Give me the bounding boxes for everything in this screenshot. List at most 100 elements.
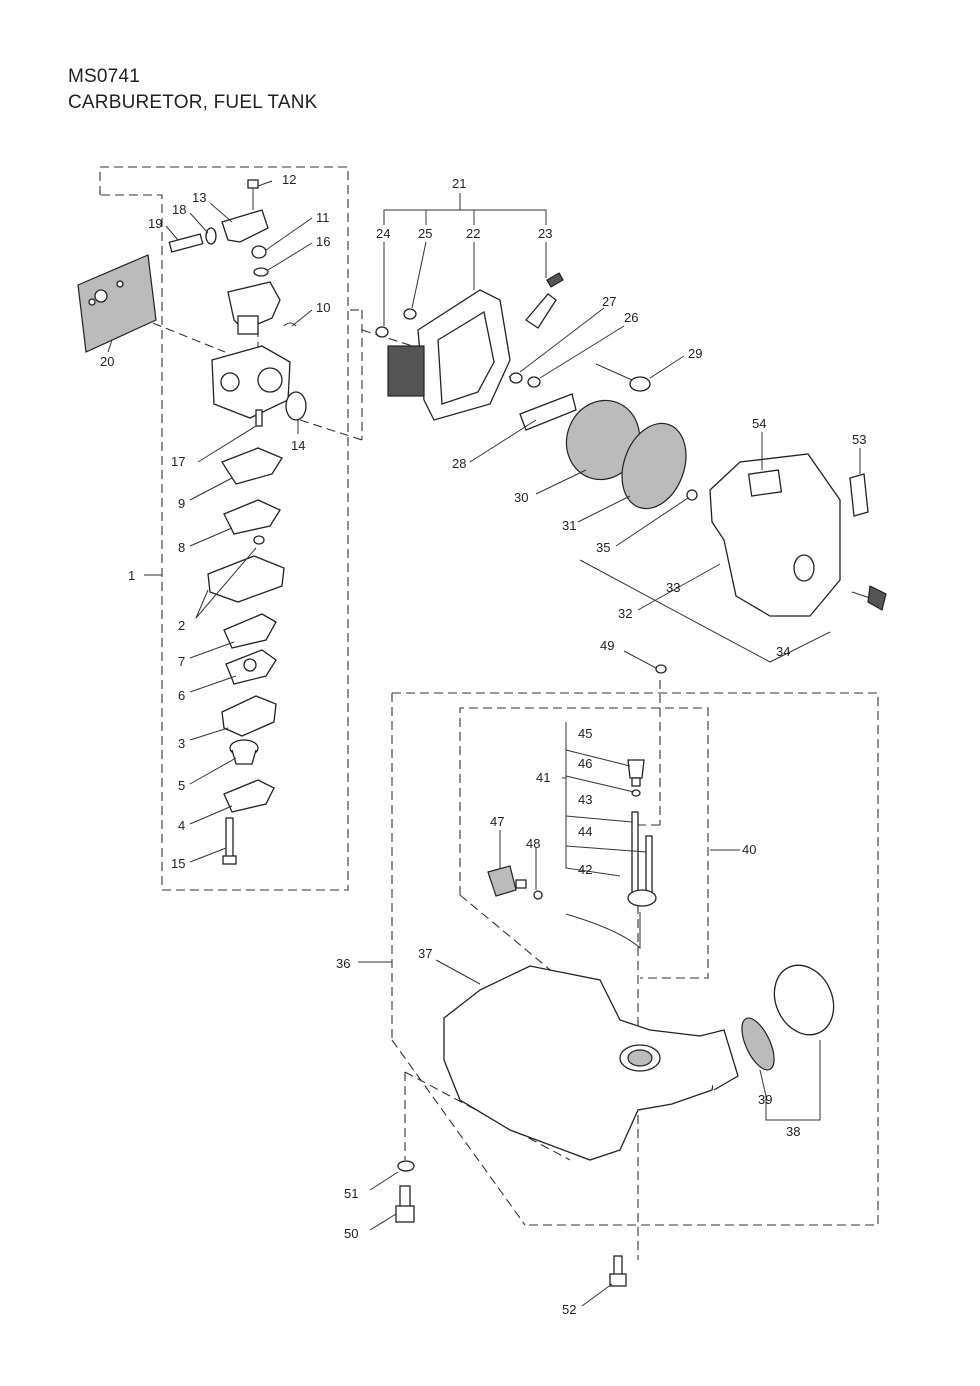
- callout-43: 43: [578, 792, 592, 807]
- filter-element-31-part: [621, 422, 687, 510]
- callout-50: 50: [344, 1226, 358, 1241]
- leader-lines: [107, 180, 861, 1307]
- carburetor-body-part: [211, 345, 291, 419]
- o-ring-14-part: [285, 391, 307, 421]
- callout-4: 4: [178, 818, 185, 833]
- callout-45: 45: [578, 726, 592, 741]
- clip-35-part: [686, 489, 698, 501]
- stud-50-part: [395, 1185, 415, 1223]
- callout-18: 18: [172, 202, 186, 217]
- fuel-tubes-part: [565, 811, 657, 950]
- callout-37: 37: [418, 946, 432, 961]
- bushing-25-part: [403, 308, 417, 320]
- cap-gasket-39-part: [741, 1017, 775, 1071]
- callout-11: 11: [316, 210, 330, 225]
- callout-10: 10: [316, 300, 330, 315]
- callout-8: 8: [178, 540, 185, 555]
- callout-27: 27: [602, 294, 616, 309]
- washer-18-part: [205, 227, 217, 245]
- callout-41: 41: [536, 770, 550, 785]
- washer-51-part: [397, 1160, 415, 1172]
- callout-21: 21: [452, 176, 466, 191]
- knob-34-part: [851, 585, 887, 611]
- clip-48-part: [533, 890, 543, 900]
- callout-36: 36: [336, 956, 350, 971]
- washer-16-part: [253, 267, 269, 277]
- callout-47: 47: [490, 814, 504, 829]
- callout-1: 1: [128, 568, 135, 583]
- fuel-pickup-assembly-box: [459, 707, 709, 979]
- callout-24: 24: [376, 226, 390, 241]
- clip-46-part: [631, 789, 641, 797]
- callout-38: 38: [786, 1124, 800, 1139]
- washer-26-part: [527, 376, 541, 388]
- callout-29: 29: [688, 346, 702, 361]
- diagram-code: MS0741: [68, 66, 140, 87]
- retainer-4-part: [223, 779, 275, 813]
- callout-16: 16: [316, 234, 330, 249]
- pin-17-part: [255, 409, 263, 427]
- diagram-title: CARBURETOR, FUEL TANK: [68, 92, 318, 113]
- pump-body-2-part: [207, 535, 285, 603]
- cover-3-part: [221, 695, 277, 737]
- callout-35: 35: [596, 540, 610, 555]
- callout-20: 20: [100, 354, 114, 369]
- callout-17: 17: [171, 454, 185, 469]
- gasket-plate-part: [77, 254, 157, 353]
- callout-3: 3: [178, 736, 185, 751]
- callout-12: 12: [282, 172, 296, 187]
- callout-52: 52: [562, 1302, 576, 1317]
- choke-lever-23-part: [525, 272, 564, 329]
- primer-47-part: [487, 865, 527, 897]
- callout-44: 44: [578, 824, 592, 839]
- gasket-7-part: [223, 613, 277, 649]
- washer-27-part: [509, 372, 523, 384]
- callout-34: 34: [776, 644, 790, 659]
- callout-46: 46: [578, 756, 592, 771]
- callout-53: 53: [852, 432, 866, 447]
- bracket-13-part: [221, 209, 269, 243]
- callout-7: 7: [178, 654, 185, 669]
- callout-13: 13: [192, 190, 206, 205]
- bolt-52-part: [609, 1255, 627, 1287]
- carburetor-upper-part: [227, 281, 281, 335]
- callout-51: 51: [344, 1186, 358, 1201]
- callout-22: 22: [466, 226, 480, 241]
- callout-15: 15: [171, 856, 185, 871]
- callout-31: 31: [562, 518, 576, 533]
- primer-bulb-5-part: [229, 739, 259, 765]
- callout-5: 5: [178, 778, 185, 793]
- diaphragm-6-part: [225, 649, 277, 685]
- callout-54: 54: [752, 416, 766, 431]
- fuel-tank-assembly-box: [391, 692, 879, 1226]
- callout-28: 28: [452, 456, 466, 471]
- nut-11-part: [251, 245, 267, 259]
- fuel-filter-45-part: [627, 759, 645, 787]
- callout-23: 23: [538, 226, 552, 241]
- bolt-29-part: [595, 363, 651, 392]
- callout-40: 40: [742, 842, 756, 857]
- callout-32: 32: [618, 606, 632, 621]
- diaphragm-8-part: [223, 499, 281, 535]
- callout-25: 25: [418, 226, 432, 241]
- callout-19: 19: [148, 216, 162, 231]
- screw-12-part: [247, 179, 259, 210]
- fuel-tank-37-part: [443, 965, 739, 1161]
- clip-49-part: [655, 664, 667, 674]
- label-53-part: [849, 473, 869, 517]
- callout-39: 39: [758, 1092, 772, 1107]
- fuel-cap-38-part: [773, 964, 835, 1036]
- air-cleaner-cover-33-part: [709, 453, 841, 617]
- callout-9: 9: [178, 496, 185, 511]
- air-cleaner-base-22-part: [387, 289, 511, 421]
- diagram-header: MS0741 CARBURETOR, FUEL TANK: [68, 64, 317, 116]
- callout-6: 6: [178, 688, 185, 703]
- callout-2: 2: [178, 618, 185, 633]
- callout-42: 42: [578, 862, 592, 877]
- callout-30: 30: [514, 490, 528, 505]
- callout-49: 49: [600, 638, 614, 653]
- clip-10-part: [283, 322, 297, 327]
- callout-labels: 1 2 3 4 5 6 7 8 9 10 11 12 13 14 15 16 1…: [100, 172, 866, 1317]
- callout-26: 26: [624, 310, 638, 325]
